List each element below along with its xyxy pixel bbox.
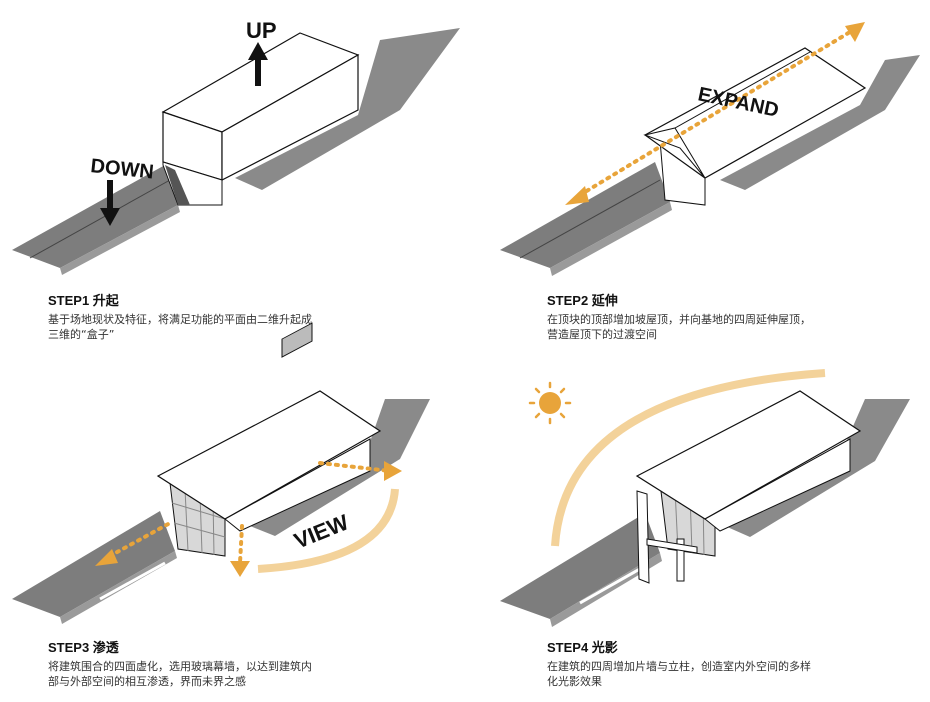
step2-panel: EXPAND STEP2 延伸 在顶块的顶部增加坡屋顶，并向基地的四周延伸屋顶，…	[465, 0, 930, 351]
side-wall	[224, 438, 371, 532]
ground-line	[29, 179, 171, 259]
roof-top	[643, 47, 867, 179]
roof-gable	[643, 127, 706, 179]
roof-ridge	[674, 51, 811, 129]
up-label: UP	[246, 18, 277, 43]
column	[676, 538, 685, 582]
step1-desc-line2: 三维的“盒子”	[48, 328, 115, 341]
down-label: DOWN	[89, 155, 154, 183]
ground-strip	[500, 162, 670, 268]
step1-desc-line1: 基于场地现状及特征，将满足功能的平面由二维升起成	[48, 313, 312, 326]
ground-line	[99, 561, 166, 601]
roof-top	[156, 390, 382, 520]
step1-panel: UP DOWN STEP1 升起 基于场地现状及特征，将满足功能的平面由二维升起…	[0, 0, 465, 351]
step4-panel: STEP4 光影 在建筑的四周增加片墙与立柱，创造室内外空间的多样 化光影效果	[465, 351, 930, 702]
step2-desc-line2: 营造屋顶下的过渡空间	[547, 328, 657, 341]
fin-wall	[636, 490, 650, 584]
step1-title: STEP1 升起	[48, 293, 119, 308]
side-window	[281, 322, 313, 358]
step2-desc-line1: 在顶块的顶部增加坡屋顶，并向基地的四周延伸屋顶，	[547, 313, 811, 326]
step2-diagram: EXPAND	[500, 22, 920, 276]
step4-desc-line1: 在建筑的四周增加片墙与立柱，创造室内外空间的多样	[547, 660, 811, 673]
view-arrow-left-icon	[95, 521, 172, 566]
view-arrow-right-icon	[318, 461, 402, 481]
ground-line	[579, 564, 646, 605]
step3-desc-line2: 部与外部空间的相互渗透，界而未界之感	[48, 675, 246, 688]
step3-diagram: VIEW	[12, 322, 430, 624]
down-arrow-icon	[100, 180, 120, 226]
sun-arc	[551, 369, 826, 547]
step4-title: STEP4 光影	[547, 640, 618, 655]
canopy	[646, 538, 698, 554]
up-arrow-icon	[248, 42, 268, 86]
step4-diagram	[500, 369, 910, 627]
roof-top	[635, 390, 862, 520]
roof-shadow	[720, 55, 920, 190]
expand-arrow-icon	[565, 22, 865, 205]
side-wall	[704, 438, 851, 532]
step3-panel: VIEW STEP3 渗透 将建筑围合的四面虚化，选用玻璃幕墙，以达到建筑内 部…	[0, 322, 465, 702]
step2-title: STEP2 延伸	[547, 293, 618, 308]
box-shadow	[235, 28, 460, 190]
ground-strip	[12, 511, 175, 617]
ground-strip	[12, 165, 178, 268]
ground-line	[519, 179, 661, 259]
base-shadow	[165, 165, 190, 205]
step4-desc-line2: 化光影效果	[547, 675, 602, 688]
ground-edge	[550, 202, 672, 276]
view-arc	[257, 488, 399, 573]
step1-diagram: UP DOWN	[12, 18, 460, 275]
step3-desc-line1: 将建筑围合的四面虚化，选用玻璃幕墙，以达到建筑内	[48, 660, 312, 673]
ground-strip	[500, 513, 660, 619]
view-arrow-down-icon	[230, 524, 250, 577]
step3-title: STEP3 渗透	[48, 640, 119, 655]
box-side	[221, 53, 359, 181]
sun-icon	[528, 381, 572, 425]
ground-edge	[60, 205, 180, 275]
